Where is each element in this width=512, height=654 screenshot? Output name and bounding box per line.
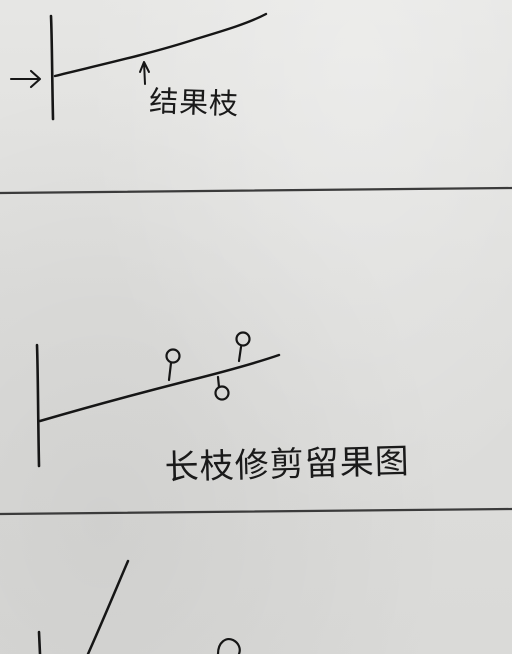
middle-vertical-line xyxy=(35,343,41,468)
top-caption: 结果枝 xyxy=(148,83,240,122)
top-branch-line xyxy=(53,12,268,78)
up-arrow-icon xyxy=(139,61,150,85)
bottom-fruit-partial-icon xyxy=(216,638,241,654)
fruit-hanging-icon xyxy=(214,385,230,401)
middle-sketch xyxy=(35,331,281,468)
bottom-vertical-line xyxy=(37,630,42,654)
long-branch-line xyxy=(38,353,281,423)
fruit-left-icon xyxy=(165,348,181,364)
bottom-branch-line xyxy=(86,559,130,654)
fruit-right-icon xyxy=(235,331,251,347)
upper-divider-line xyxy=(0,186,512,195)
top-vertical-line xyxy=(49,14,55,121)
left-arrow-icon xyxy=(9,69,42,89)
fruit-spur-left-icon xyxy=(167,361,173,382)
bottom-sketch xyxy=(37,559,241,654)
fruit-spur-hanging-icon xyxy=(216,375,221,389)
top-sketch xyxy=(9,12,268,121)
lower-divider-line xyxy=(0,507,512,516)
middle-caption: 长枝修剪留果图 xyxy=(164,441,411,488)
fruit-spur-right-icon xyxy=(237,345,243,363)
